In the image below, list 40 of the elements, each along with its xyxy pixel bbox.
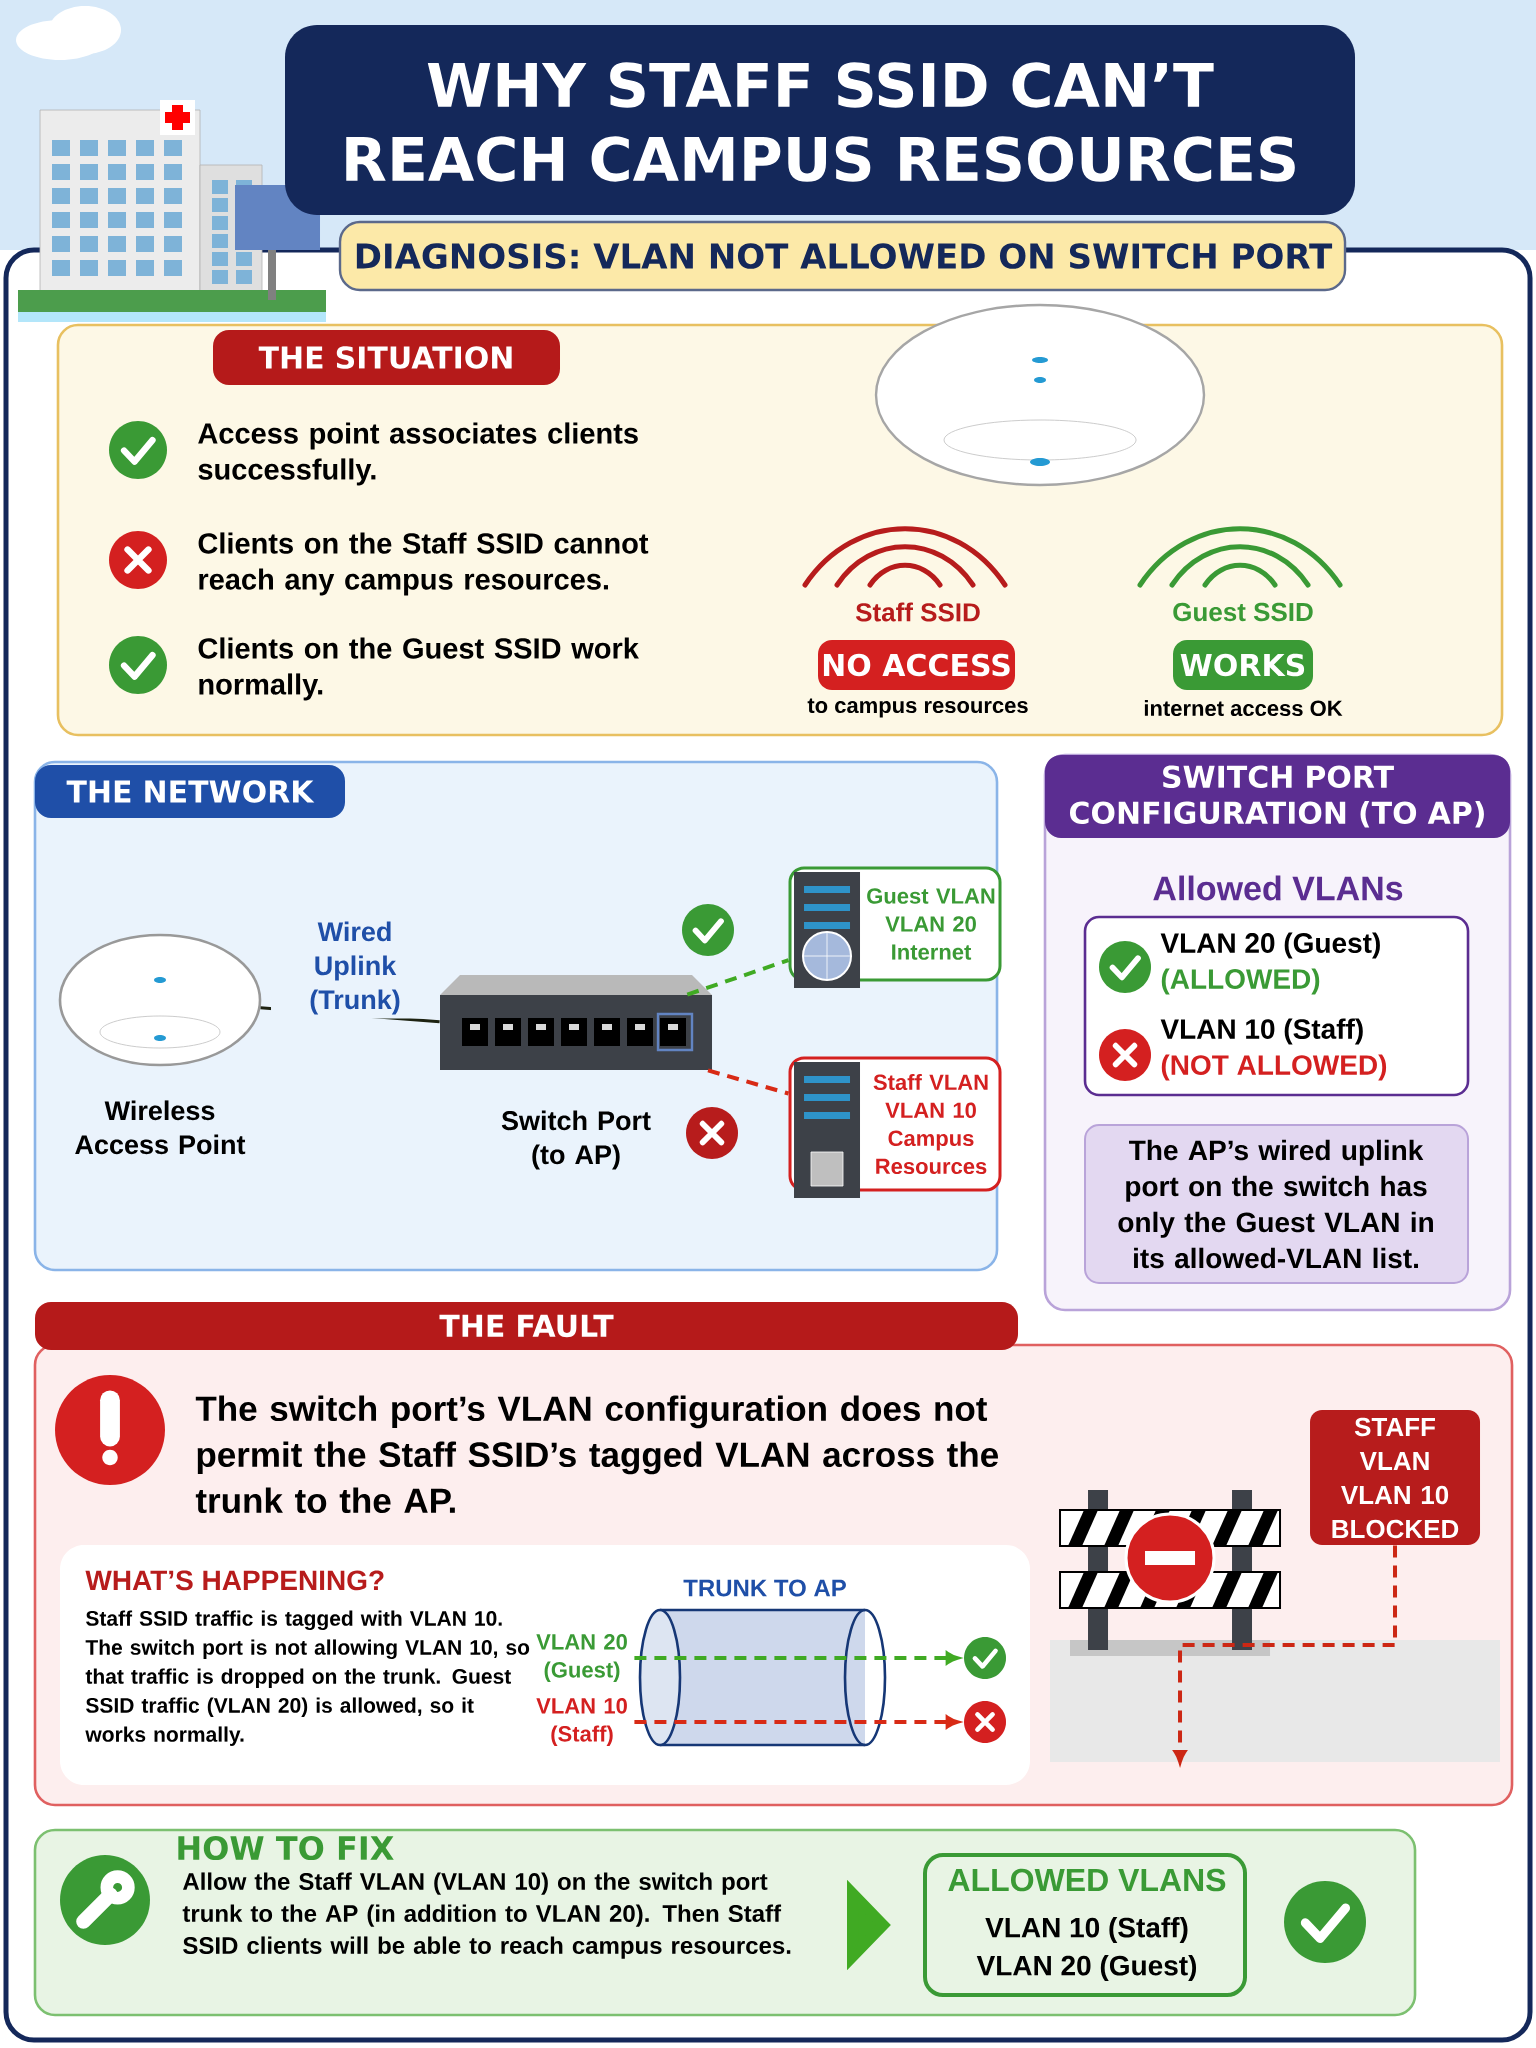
status-badge: NO ACCESS [818,640,1015,690]
bullet-text: Clients on the Staff SSID cannot reach any campus resources. [198,532,649,596]
title-banner: WHY STAFF SSID CAN’T REACH CAMPUS RESOURCES [285,25,1355,215]
vlan-box: Staff VLAN VLAN 10 Campus Resources [788,1056,1002,1198]
bullet-text: Clients on the Guest SSID work normally. [198,637,639,701]
badge-note: internet access OK [1144,699,1343,717]
section-tab: SWITCH PORT CONFIGURATION (TO AP) [1045,755,1510,838]
device-label: Switch Port (to AP) [501,1110,651,1170]
vlan-entry: VLAN 10 (Staff) [1160,1018,1363,1045]
status-badge: WORKS [1173,640,1313,690]
ssid-label: Guest SSID [1173,602,1313,622]
vlan-box: Guest VLAN VLAN 20 Internet [788,866,1002,988]
vlan-entry: (ALLOWED) [1161,968,1320,995]
trunk-label: TRUNK TO AP [683,1579,846,1597]
allowed-vlans-box: ALLOWED VLANS VLAN 10 (Staff) VLAN 20 (Guest) [923,1853,1247,1997]
device-label: Wireless Access Point [75,1100,246,1155]
note-box: The AP’s wired uplink port on the switch has only the Guest VLAN in its allowed-VLAN list. [1084,1124,1469,1284]
card-text: Staff SSID traffic is tagged with VLAN 10. The switch port is not allowing VLAN 10, so that traffic is dropped on the trunk. Guest SSID traffic (VLAN 20) is allowed, so it works normally. [85,1610,530,1746]
fix-text: Allow the Staff VLAN (VLAN 10) on the switch port trunk to the AP (in addition to VLAN 20). Then Staff SSID clients will be able to reach campus resources. [182,1872,791,1959]
connector [686,958,790,997]
vlan-label: VLAN 10 (Staff) [536,1698,627,1746]
bullet-text: Access point associates clients successfully. [198,422,638,486]
badge-note: to campus resources [807,698,1028,718]
vlan-entry: (NOT ALLOWED) [1161,1054,1387,1081]
vlan-entry: VLAN 20 (Guest) [1160,932,1380,959]
ssid-label: Staff SSID [855,602,980,622]
check-icon [964,1637,1006,1679]
blocked-sign: STAFF VLAN VLAN 10 BLOCKED [1310,1410,1480,1545]
cross-icon [964,1701,1006,1743]
connector [707,1068,790,1096]
section-heading: HOW TO FIX [178,1835,394,1861]
section-tab: THE FAULT [35,1302,1018,1350]
card-heading: WHAT’S HAPPENING? [85,1570,384,1591]
subheading: Allowed VLANs [1153,875,1403,901]
subtitle-banner: DIAGNOSIS: VLAN NOT ALLOWED ON SWITCH PORT [338,220,1347,292]
section-tab: THE SITUATION [213,330,560,385]
section-tab: THE NETWORK [35,765,345,818]
vlan-label: VLAN 20 (Guest) [536,1634,627,1682]
fault-statement: The switch port’s VLAN configuration does not permit the Staff SSID’s tagged VLAN across the trunk to the AP. [195,1395,998,1514]
edge-label: Wired Uplink (Trunk) [271,917,439,1019]
